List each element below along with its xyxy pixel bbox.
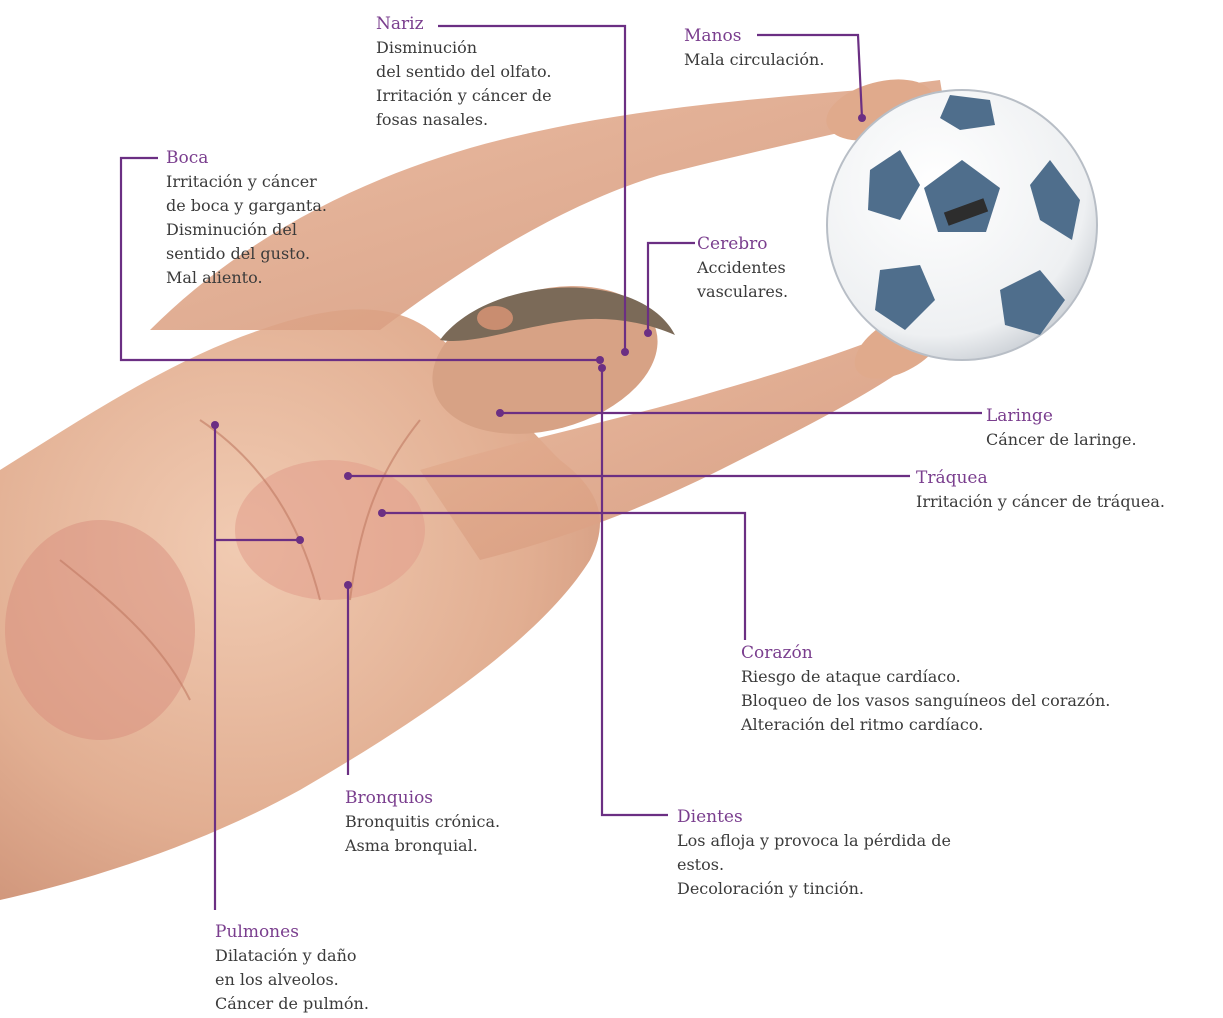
label-dientes-line: Los afloja y provoca la pérdida de (677, 829, 951, 853)
label-pulmones-title: Pulmones (215, 920, 369, 944)
label-bronquios-line: Asma bronquial. (345, 834, 500, 858)
label-nariz-line: del sentido del olfato. (376, 60, 552, 84)
label-traquea-title: Tráquea (916, 466, 1165, 490)
label-laringe-line: Cáncer de laringe. (986, 428, 1137, 452)
label-nariz-line: fosas nasales. (376, 108, 552, 132)
label-nariz-title: Nariz (376, 12, 552, 36)
label-pulmones-line: Cáncer de pulmón. (215, 992, 369, 1016)
intestine-shape (5, 520, 195, 740)
label-dientes-line: estos. (677, 853, 951, 877)
label-dientes-title: Dientes (677, 805, 951, 829)
soccer-ball (827, 90, 1097, 360)
label-dientes-line: Decoloración y tinción. (677, 877, 951, 901)
label-pulmones: Pulmones Dilatación y daño en los alveol… (215, 920, 369, 1016)
label-cerebro-line: vasculares. (697, 280, 788, 304)
label-boca-title: Boca (166, 146, 327, 170)
label-corazon: Corazón Riesgo de ataque cardíaco. Bloqu… (741, 641, 1110, 737)
label-corazon-title: Corazón (741, 641, 1110, 665)
label-dientes: Dientes Los afloja y provoca la pérdida … (677, 805, 951, 901)
label-cerebro: Cerebro Accidentes vasculares. (697, 232, 788, 304)
label-traquea: Tráquea Irritación y cáncer de tráquea. (916, 466, 1165, 514)
label-cerebro-line: Accidentes (697, 256, 788, 280)
lungs-shape (235, 460, 425, 600)
label-boca-line: sentido del gusto. (166, 242, 327, 266)
label-bronquios: Bronquios Bronquitis crónica. Asma bronq… (345, 786, 500, 858)
label-manos-title: Manos (684, 24, 824, 48)
label-boca-line: de boca y garganta. (166, 194, 327, 218)
label-manos: Manos Mala circulación. (684, 24, 824, 72)
label-nariz: Nariz Disminución del sentido del olfato… (376, 12, 552, 132)
label-boca-line: Disminución del (166, 218, 327, 242)
label-nariz-line: Irritación y cáncer de (376, 84, 552, 108)
label-bronquios-line: Bronquitis crónica. (345, 810, 500, 834)
ear-shape (477, 306, 513, 330)
label-boca-line: Irritación y cáncer (166, 170, 327, 194)
label-traquea-line: Irritación y cáncer de tráquea. (916, 490, 1165, 514)
label-cerebro-title: Cerebro (697, 232, 788, 256)
label-laringe-title: Laringe (986, 404, 1137, 428)
label-laringe: Laringe Cáncer de laringe. (986, 404, 1137, 452)
label-boca-line: Mal aliento. (166, 266, 327, 290)
label-pulmones-line: Dilatación y daño (215, 944, 369, 968)
label-boca: Boca Irritación y cáncer de boca y garga… (166, 146, 327, 290)
label-bronquios-title: Bronquios (345, 786, 500, 810)
label-pulmones-line: en los alveolos. (215, 968, 369, 992)
label-manos-line: Mala circulación. (684, 48, 824, 72)
label-corazon-line: Alteración del ritmo cardíaco. (741, 713, 1110, 737)
label-corazon-line: Bloqueo de los vasos sanguíneos del cora… (741, 689, 1110, 713)
label-corazon-line: Riesgo de ataque cardíaco. (741, 665, 1110, 689)
label-nariz-line: Disminución (376, 36, 552, 60)
